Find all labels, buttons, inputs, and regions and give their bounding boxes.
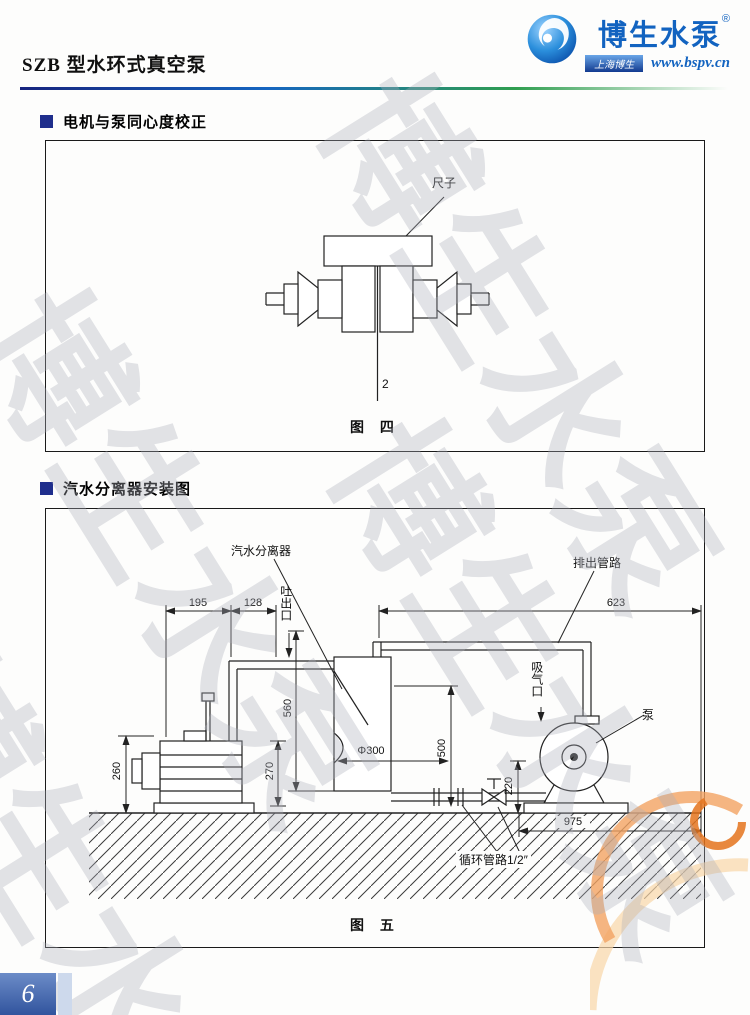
dim-623: 623: [606, 597, 626, 609]
page-number: 6: [21, 979, 35, 1008]
section-heading-fig4: 电机与泵同心度校正: [40, 114, 207, 131]
logo-text: 博生水泵 ® 上海博生 www.bspv.cn: [585, 12, 730, 72]
section-title: 电机与泵同心度校正: [63, 113, 208, 131]
header-divider: [20, 87, 728, 90]
dim-270: 270: [264, 761, 276, 781]
pump: [523, 722, 629, 814]
registered-mark-icon: ®: [721, 13, 730, 25]
section-heading-fig5: 汽水分离器安装图: [40, 481, 191, 498]
discharge-pipe-label: 排出管路: [573, 556, 622, 570]
figure4-caption: 图 四: [350, 419, 400, 435]
circulation-pipe-and-valve: [391, 778, 546, 807]
separator-tank: [333, 642, 392, 792]
brand-banner: 上海博生: [585, 55, 644, 72]
leader-lines: [273, 558, 645, 854]
coupling-assembly: [265, 235, 490, 333]
suction-label: 吸气口: [529, 661, 544, 697]
dim-560: 560: [282, 698, 294, 718]
section-bullet-icon: [40, 114, 53, 128]
figure5-caption: 图 五: [350, 917, 400, 933]
figure4-box: 尺子 2 图 四: [45, 140, 705, 452]
dim-975: 975: [556, 816, 590, 828]
ground-hatching: [89, 812, 701, 899]
page-number-box: 6: [0, 973, 56, 1015]
vacuum-pump-unit: [131, 692, 255, 814]
coupling-alignment-drawing: [265, 196, 490, 401]
outlet-label: 吐出口: [278, 585, 293, 621]
discharge-pipe: [373, 641, 600, 725]
dim-195: 195: [188, 597, 208, 609]
dim-dia300: Φ300: [357, 745, 385, 757]
circulation-pipe-label: 循环管路1/2″: [456, 851, 531, 868]
ruler-leader-line: [405, 196, 445, 237]
dim-260: 260: [111, 761, 123, 781]
separator-label: 汽水分离器: [231, 544, 292, 558]
doc-title: SZB 型水环式真空泵: [22, 55, 207, 76]
page-number-strip: [58, 973, 72, 1015]
brand-logo: 博生水泵 ® 上海博生 www.bspv.cn: [525, 12, 730, 72]
dim-500: 500: [436, 738, 448, 758]
separator-installation-drawing: [89, 558, 702, 899]
outlet-pipe: [228, 660, 334, 741]
section-title: 汽水分离器安装图: [63, 480, 192, 498]
figure5-box: 汽水分离器 排出管路 吐出口 吸气口 泵 循环管路1/2″ 195 128 62…: [45, 508, 705, 948]
section-bullet-icon: [40, 481, 53, 495]
brand-name: 博生水泵: [597, 20, 722, 52]
ruler-label: 尺子: [432, 176, 457, 190]
dim-220: 220: [503, 776, 515, 796]
dim-128: 128: [243, 597, 263, 609]
gap-dimension: 2: [382, 377, 389, 391]
brand-website: www.bspv.cn: [651, 55, 730, 71]
pump-label: 泵: [642, 708, 655, 722]
logo-swirl-icon: [527, 14, 577, 64]
